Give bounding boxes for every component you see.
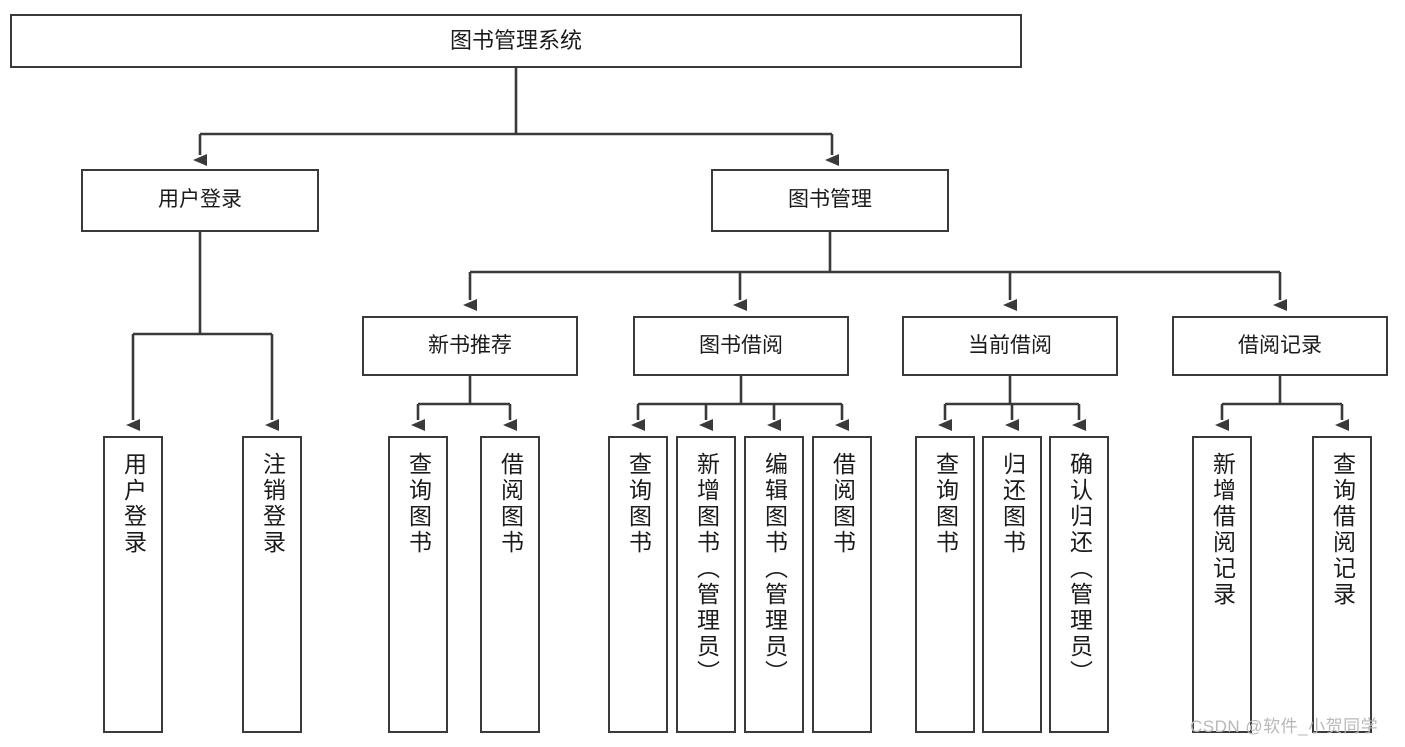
node-leaf-borrow-book-2[interactable]: 借阅图书 [812,436,872,733]
node-leaf-add-book-admin-label: 新增图书（管理员） [693,452,720,686]
node-leaf-borrow-book-1-label: 借阅图书 [497,452,524,556]
node-book-borrow[interactable]: 图书借阅 [633,316,849,376]
node-current-borrow-label: 当前借阅 [968,333,1052,357]
node-book-manage-label: 图书管理 [788,188,872,212]
node-leaf-query-book-3-label: 查询图书 [932,452,959,556]
node-leaf-query-book-2-label: 查询图书 [625,452,652,556]
node-book-manage[interactable]: 图书管理 [711,169,949,232]
node-borrow-record-label: 借阅记录 [1238,333,1322,357]
node-leaf-query-book-2[interactable]: 查询图书 [608,436,668,733]
node-leaf-confirm-return-admin-label: 确认归还（管理员） [1066,452,1093,686]
node-leaf-user-login-label: 用户登录 [120,452,147,556]
node-leaf-confirm-return-admin[interactable]: 确认归还（管理员） [1049,436,1109,733]
node-leaf-query-book-1-label: 查询图书 [405,452,432,556]
node-root-label: 图书管理系统 [449,28,582,54]
node-leaf-query-borrow-record-label: 查询借阅记录 [1329,452,1356,608]
node-root[interactable]: 图书管理系统 [10,14,1022,68]
node-leaf-user-logout[interactable]: 注销登录 [242,436,302,733]
watermark: CSDN @软件_小贺同学 [1190,717,1379,736]
node-current-borrow[interactable]: 当前借阅 [902,316,1118,376]
node-leaf-borrow-book-2-label: 借阅图书 [829,452,856,556]
node-borrow-record[interactable]: 借阅记录 [1172,316,1388,376]
node-leaf-borrow-book-1[interactable]: 借阅图书 [480,436,540,733]
node-new-book-recommend-label: 新书推荐 [428,333,512,357]
node-leaf-add-borrow-record[interactable]: 新增借阅记录 [1192,436,1252,733]
node-leaf-query-book-3[interactable]: 查询图书 [915,436,975,733]
node-leaf-add-book-admin[interactable]: 新增图书（管理员） [676,436,736,733]
node-book-borrow-label: 图书借阅 [699,333,783,357]
node-leaf-add-borrow-record-label: 新增借阅记录 [1209,452,1236,608]
node-leaf-return-book[interactable]: 归还图书 [982,436,1042,733]
node-leaf-return-book-label: 归还图书 [999,452,1026,556]
node-leaf-user-logout-label: 注销登录 [259,452,286,556]
node-leaf-edit-book-admin-label: 编辑图书（管理员） [761,452,788,686]
node-user-login[interactable]: 用户登录 [81,169,319,232]
node-new-book-recommend[interactable]: 新书推荐 [362,316,578,376]
node-leaf-query-borrow-record[interactable]: 查询借阅记录 [1312,436,1372,733]
node-leaf-user-login[interactable]: 用户登录 [103,436,163,733]
node-user-login-label: 用户登录 [158,188,242,212]
node-leaf-query-book-1[interactable]: 查询图书 [388,436,448,733]
node-leaf-edit-book-admin[interactable]: 编辑图书（管理员） [744,436,804,733]
